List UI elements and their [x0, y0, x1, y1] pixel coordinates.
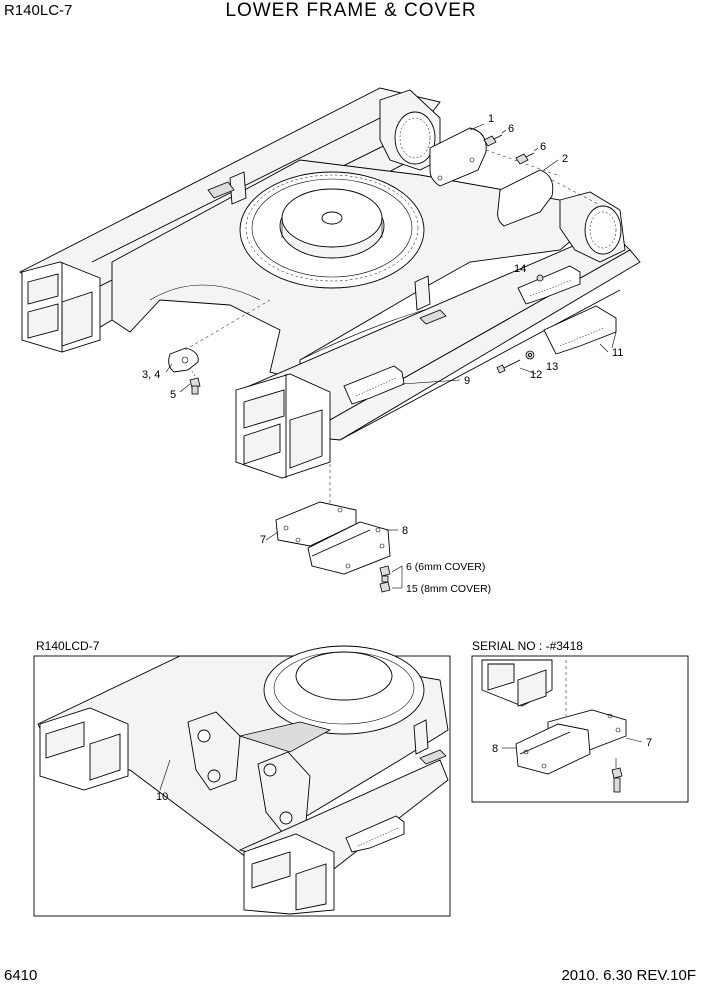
callout-3-4: 3, 4 [142, 369, 160, 381]
callout-9: 9 [464, 375, 470, 387]
plate-3-4 [168, 299, 271, 373]
bolt-12 [496, 359, 521, 374]
track-end-front [235, 373, 331, 479]
bolts-6-15 [379, 565, 403, 593]
inset-right-serial: SERIAL NO : -#3418 [472, 639, 583, 653]
callout-2: 2 [562, 153, 568, 165]
track-end-left [21, 261, 101, 353]
callout-6b: 6 [540, 141, 546, 153]
under-cover-8 [307, 521, 391, 575]
washer-13 [525, 350, 535, 360]
callout-11: 11 [612, 347, 623, 359]
bolt-5 [189, 367, 201, 395]
inset-lcd-frame [37, 645, 449, 915]
callout-12: 12 [530, 369, 542, 381]
step-11 [543, 305, 617, 355]
callout-6a: 6 [508, 123, 514, 135]
step-9 [343, 365, 461, 405]
step-14 [517, 265, 581, 305]
callout-15-cover: 15 (8mm COVER) [406, 583, 491, 595]
cover-plate-2 [485, 149, 601, 227]
callout-8: 8 [402, 525, 408, 537]
inset-left-model: R140LCD-7 [36, 639, 100, 653]
callout-6-cover: 6 (6mm COVER) [406, 561, 485, 573]
callout-10: 10 [156, 791, 168, 803]
inset-serial-covers [481, 659, 627, 793]
callout-14: 14 [514, 263, 526, 275]
bolt-6-lower [515, 147, 539, 165]
page-title: LOWER FRAME & COVER [225, 0, 477, 21]
callout-5: 5 [170, 389, 176, 401]
revision-date: 2010. 6.30 REV.10F [561, 967, 696, 984]
callout-7-inset: 7 [646, 737, 652, 749]
page-number: 6410 [4, 967, 38, 984]
callout-8-inset: 8 [492, 743, 498, 755]
callout-1: 1 [488, 113, 494, 125]
callout-7: 7 [260, 534, 266, 546]
cover-plate-1 [429, 123, 487, 187]
callout-13: 13 [546, 361, 558, 373]
model-code: R140LC-7 [4, 2, 73, 19]
bolt-6-upper [483, 129, 507, 147]
